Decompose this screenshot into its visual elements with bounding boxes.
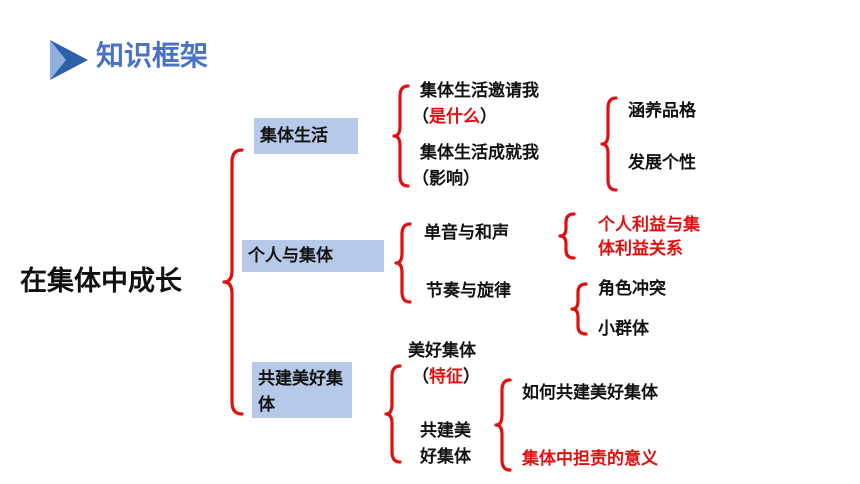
page-title: 知识框架 [96, 39, 209, 72]
brace-harmony [558, 212, 576, 260]
node-invite-me-note: （是什么） [412, 107, 497, 127]
node-how-build: 如何共建美好集体 [522, 383, 658, 403]
brace-build-collective [384, 364, 402, 464]
highlight-feature: 特征 [429, 367, 463, 387]
header-play-icon [46, 38, 92, 84]
node-individual-collective: 个人与集体 [248, 246, 333, 266]
node-good-collective-note: （特征） [412, 367, 480, 387]
node-achieve-me-note: （影响） [412, 169, 480, 189]
node-interest-1: 个人利益与集 [598, 215, 700, 235]
node-invite-me: 集体生活邀请我 [420, 81, 539, 101]
node-meaning: 集体中担责的意义 [522, 449, 658, 469]
highlight-what: 是什么 [429, 107, 480, 127]
brace-co-build [494, 378, 512, 472]
node-build-collective-1: 共建美好集体 [258, 369, 343, 415]
box-build-collective [252, 362, 352, 418]
brace-influence [600, 96, 618, 192]
node-group-life: 集体生活 [260, 126, 328, 146]
root-node: 在集体中成长 [20, 266, 182, 297]
brace-group-life [392, 84, 410, 188]
node-harmony: 单音与和声 [424, 223, 509, 243]
node-good-collective: 美好集体 [408, 341, 476, 361]
box-group-life [254, 118, 358, 154]
node-role-conflict: 角色冲突 [598, 279, 666, 299]
box-individual-collective [242, 240, 384, 272]
root-brace [222, 148, 244, 416]
node-interest-2: 体利益关系 [598, 239, 683, 259]
node-achieve-me: 集体生活成就我 [420, 143, 539, 163]
node-small-group: 小群体 [598, 319, 649, 339]
node-rhythm: 节奏与旋律 [426, 281, 511, 301]
node-co-build-2: 好集体 [420, 447, 471, 467]
node-cultivate: 涵养品格 [628, 101, 696, 121]
node-co-build-1: 共建美 [420, 421, 471, 441]
brace-individual-collective [394, 222, 412, 304]
brace-rhythm [570, 282, 588, 336]
node-develop: 发展个性 [628, 153, 696, 173]
